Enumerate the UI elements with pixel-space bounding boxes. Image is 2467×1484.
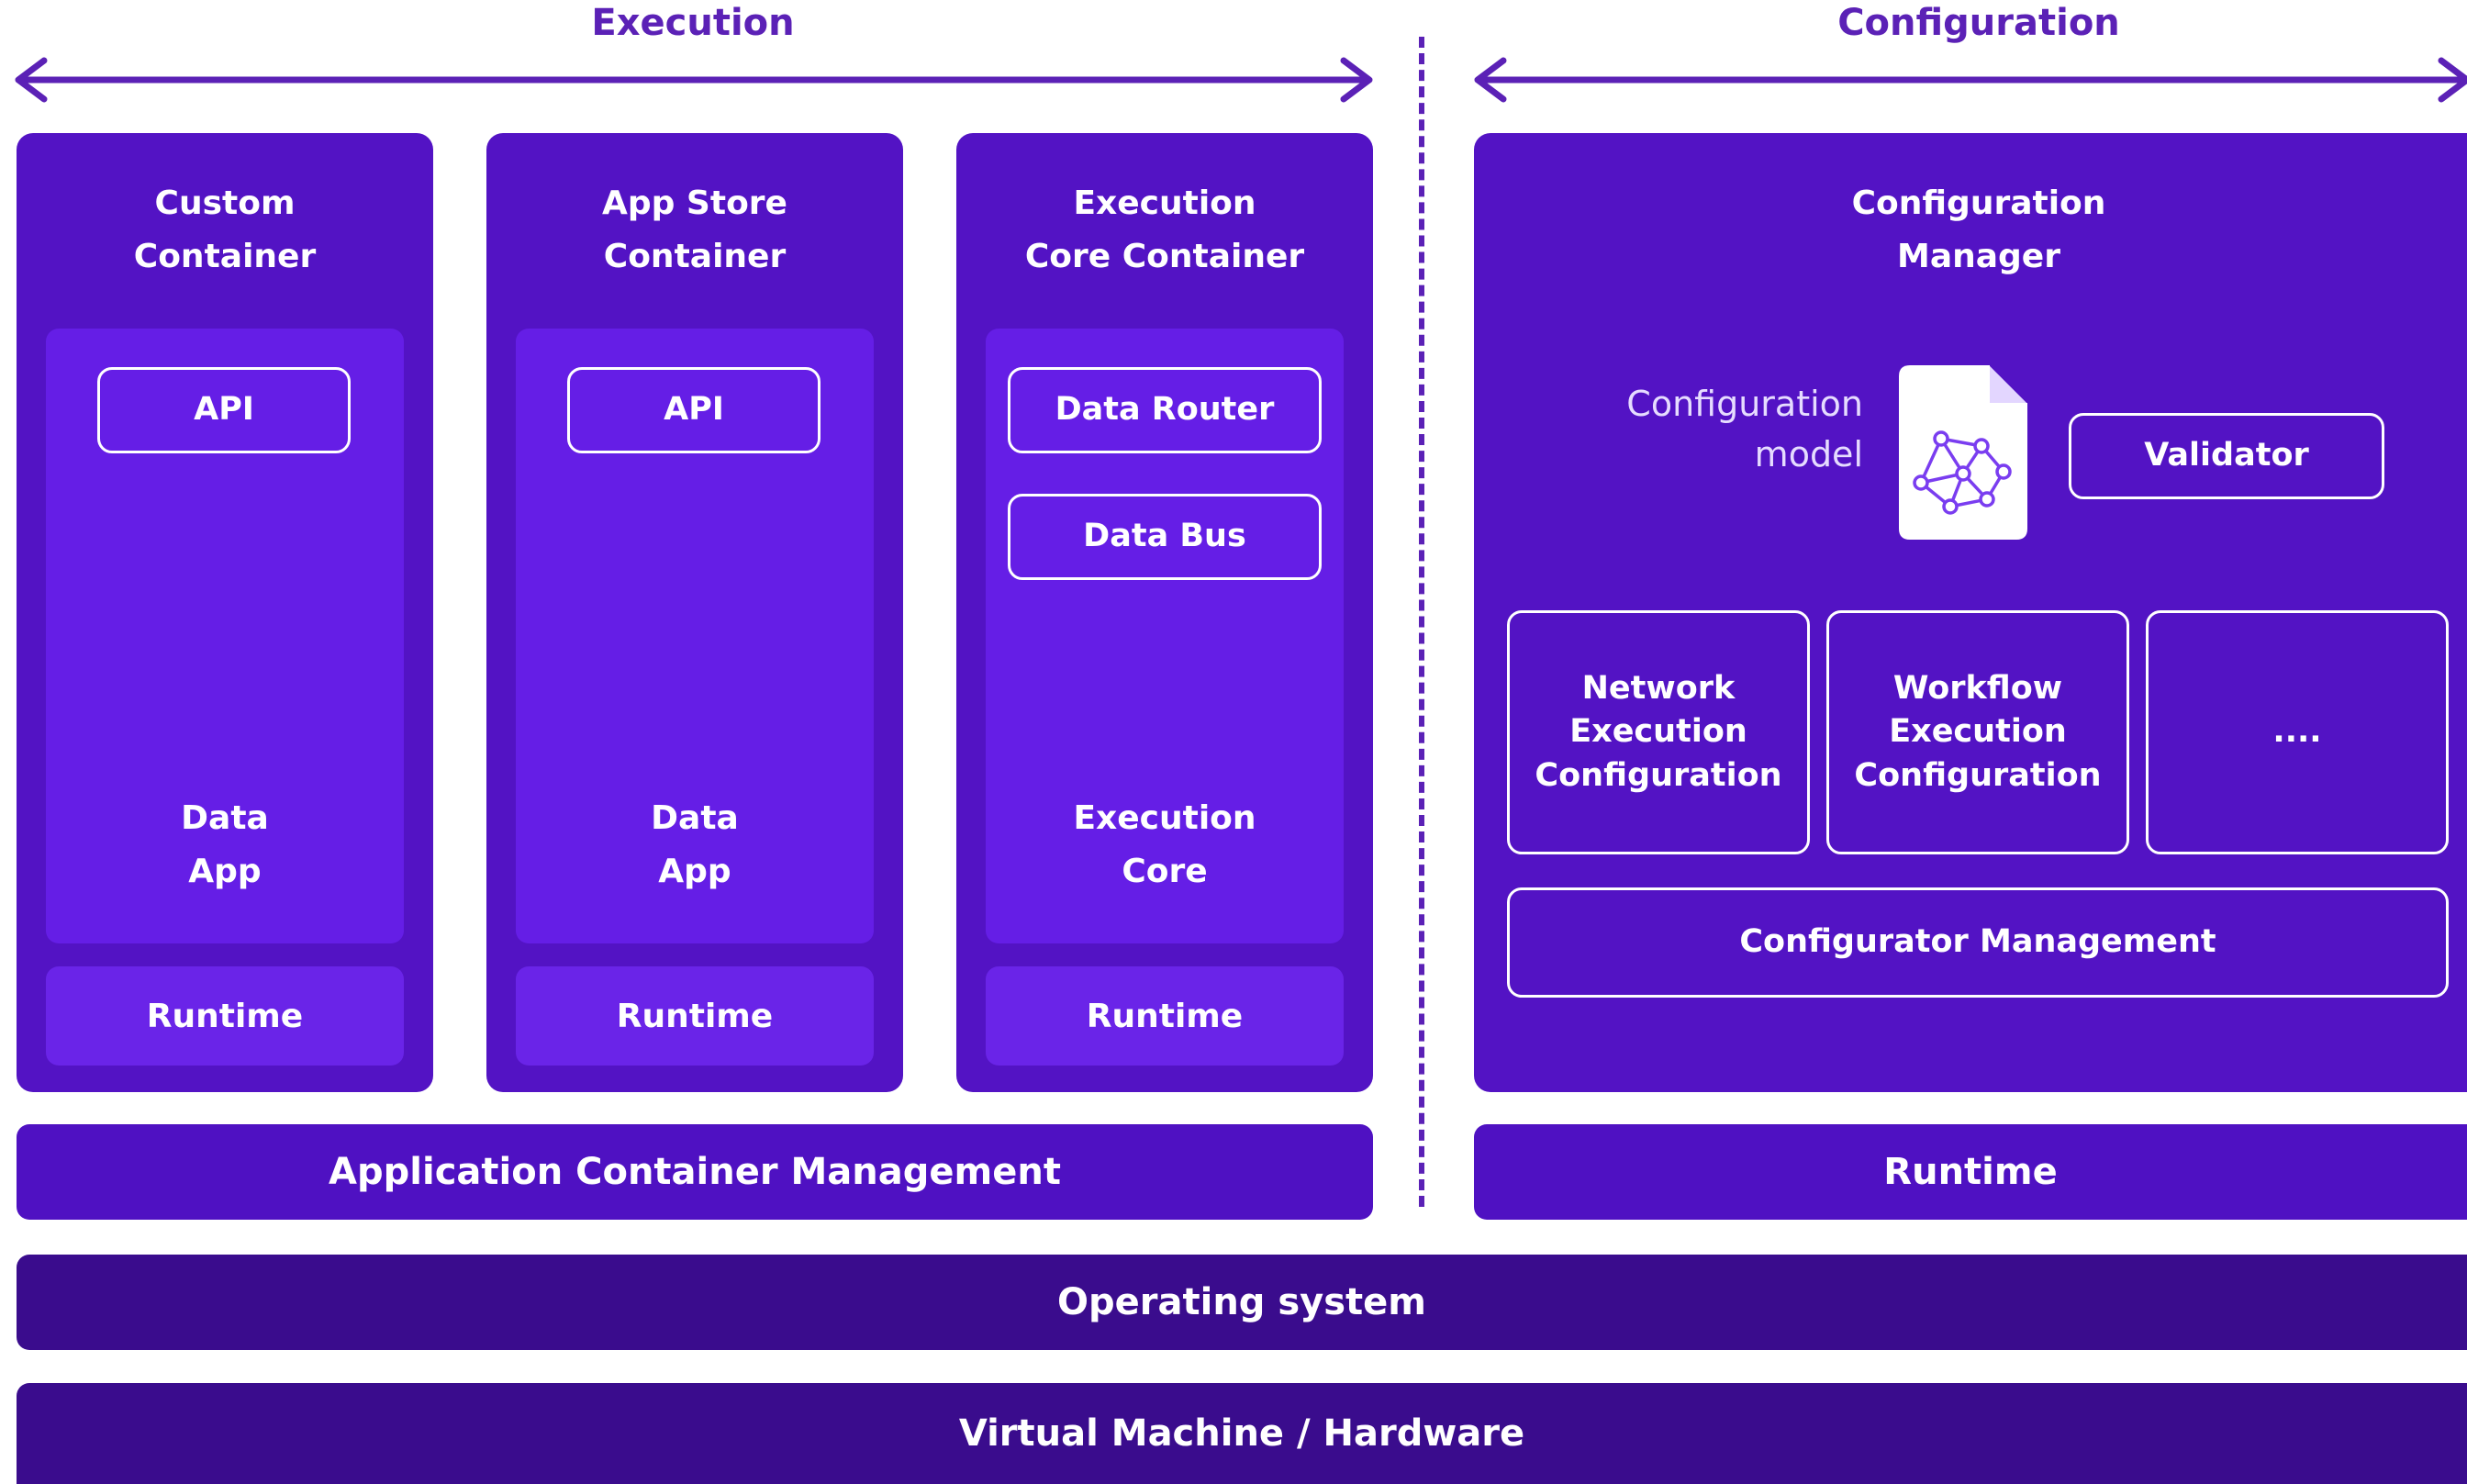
runtime-box: Runtime [516,966,874,1066]
configuration-section-label: Configuration [1837,2,2120,44]
execution-core-container: Execution Core Container Data Router Dat… [956,133,1373,1092]
data-app-label: Data App [181,799,269,890]
configurator-management-box: Configurator Management [1507,887,2449,998]
workflow-execution-configuration-card: Workflow Execution Configuration [1826,610,2129,854]
api-box: API [97,367,351,453]
operating-system-bar: Operating system [17,1255,2467,1350]
container-inner: Data Router Data Bus Execution Core [986,329,1344,943]
validator-box: Validator [2069,413,2384,499]
data-app-label: Data App [651,799,739,890]
configuration-manager-panel: Configuration Manager Configuration mode… [1474,133,2467,1092]
app-store-container: App Store Container API Data App Runtime [486,133,903,1092]
api-box: API [567,367,820,453]
container-title: Execution Core Container [1024,184,1305,275]
container-title: Custom Container [133,184,317,275]
data-router-box: Data Router [1008,367,1322,453]
execution-range-arrow [9,55,1379,105]
container-title: App Store Container [602,184,787,275]
network-execution-configuration-card: Network Execution Configuration [1507,610,1810,854]
execution-core-label: Execution Core [1073,799,1256,890]
configuration-range-arrow [1468,55,2467,105]
custom-container: Custom Container API Data App Runtime [17,133,433,1092]
section-divider [1419,37,1424,1207]
configuration-manager-title: Configuration Manager [1851,184,2106,275]
configuration-model-label: Configuration model [1626,384,1863,475]
runtime-box: Runtime [46,966,404,1066]
network-document-icon [1899,365,2027,540]
runtime-box: Runtime [986,966,1344,1066]
more-configurations-card: .... [2146,610,2449,854]
application-container-management-bar: Application Container Management [17,1124,1373,1220]
container-inner: API Data App [516,329,874,943]
execution-section-label: Execution [591,2,795,44]
configuration-runtime-bar: Runtime [1474,1124,2467,1220]
data-bus-box: Data Bus [1008,494,1322,580]
container-inner: API Data App [46,329,404,943]
virtual-machine-hardware-bar: Virtual Machine / Hardware [17,1383,2467,1484]
